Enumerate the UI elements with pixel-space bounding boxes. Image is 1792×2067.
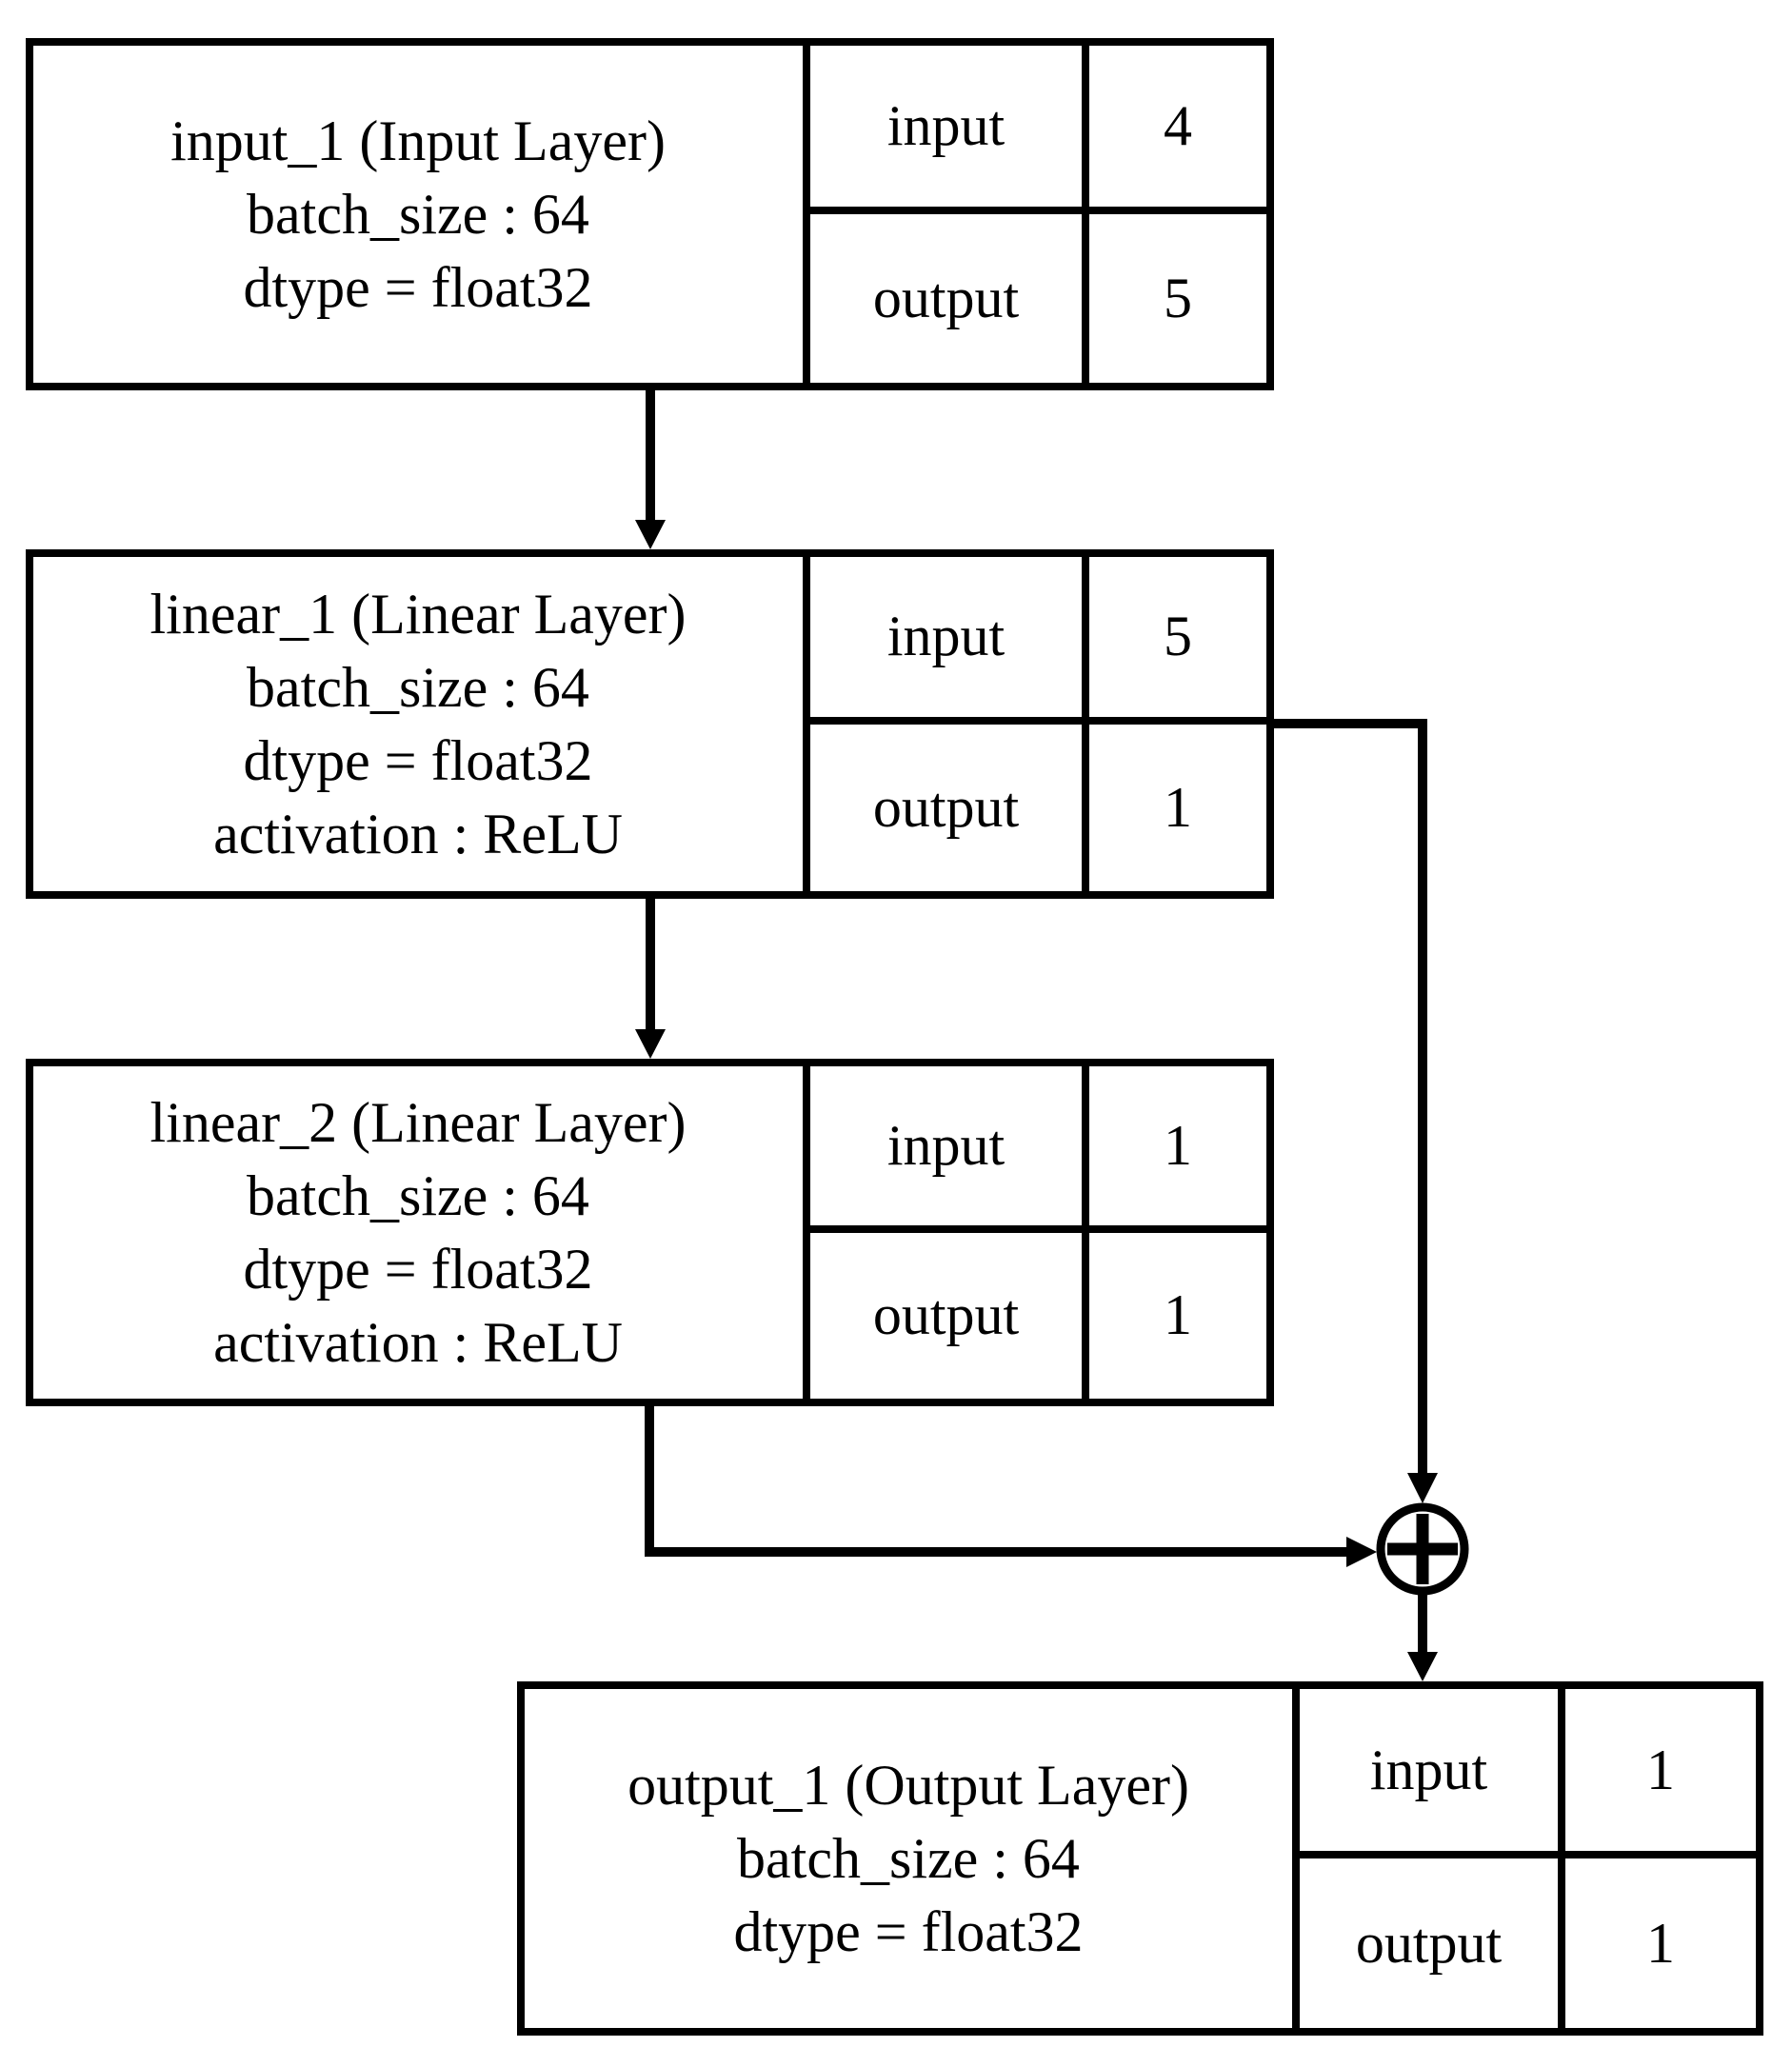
node-input-1: input_1 (Input Layer) batch_size : 64 dt… xyxy=(26,38,1274,390)
node-linear-2: linear_2 (Linear Layer) batch_size : 64 … xyxy=(26,1059,1274,1406)
io-input-label: input xyxy=(810,1066,1089,1233)
io-input-value: 5 xyxy=(1089,557,1266,725)
io-input-value: 1 xyxy=(1565,1689,1756,1858)
io-output-label: output xyxy=(810,214,1089,383)
layer-name: linear_2 (Linear Layer) xyxy=(149,1090,687,1154)
io-input-label: input xyxy=(810,46,1089,214)
layer-dtype: dtype = float32 xyxy=(243,728,593,792)
node-output-1-label-area: output_1 (Output Layer) batch_size : 64 … xyxy=(525,1689,1300,2028)
edge-linear2-to-add xyxy=(645,1406,1377,1567)
node-input-1-label-area: input_1 (Input Layer) batch_size : 64 dt… xyxy=(33,46,810,383)
io-output-value: 1 xyxy=(1646,1911,1675,1975)
io-input-label: input xyxy=(810,557,1089,725)
io-input-label: input xyxy=(1300,1689,1565,1858)
layer-name: input_1 (Input Layer) xyxy=(170,109,666,172)
layer-activation: activation : ReLU xyxy=(213,1310,623,1374)
io-output-label: output xyxy=(810,724,1089,891)
io-input-value: 1 xyxy=(1089,1066,1266,1233)
layer-dtype: dtype = float32 xyxy=(733,1899,1084,1963)
node-linear-1-label-area: linear_1 (Linear Layer) batch_size : 64 … xyxy=(33,557,810,891)
io-output-value: 1 xyxy=(1164,1283,1192,1347)
layer-activation: activation : ReLU xyxy=(213,802,623,865)
layer-batch-size: batch_size : 64 xyxy=(247,182,589,246)
arrow-input1-to-linear1 xyxy=(635,390,666,549)
layer-name: linear_1 (Linear Layer) xyxy=(149,582,687,646)
skip-connection-linear1-to-add xyxy=(1273,719,1438,1503)
io-output-value: 1 xyxy=(1164,775,1192,839)
io-output-label: output xyxy=(1300,1858,1565,2028)
layer-batch-size: batch_size : 64 xyxy=(247,655,589,719)
add-merge-icon xyxy=(1376,1502,1469,1596)
io-input-value: 4 xyxy=(1089,46,1266,214)
layer-batch-size: batch_size : 64 xyxy=(247,1163,589,1227)
io-output-label: output xyxy=(810,1232,1089,1399)
node-linear-1: linear_1 (Linear Layer) batch_size : 64 … xyxy=(26,549,1274,899)
layer-dtype: dtype = float32 xyxy=(243,255,593,319)
node-linear-2-label-area: linear_2 (Linear Layer) batch_size : 64 … xyxy=(33,1066,810,1399)
layer-dtype: dtype = float32 xyxy=(243,1237,593,1301)
io-output-value: 5 xyxy=(1164,267,1192,329)
arrow-add-to-output1 xyxy=(1407,1593,1438,1681)
arrow-linear1-to-linear2 xyxy=(635,899,666,1059)
layer-batch-size: batch_size : 64 xyxy=(737,1826,1080,1890)
node-output-1: output_1 (Output Layer) batch_size : 64 … xyxy=(517,1681,1763,2036)
layer-name: output_1 (Output Layer) xyxy=(627,1753,1189,1817)
